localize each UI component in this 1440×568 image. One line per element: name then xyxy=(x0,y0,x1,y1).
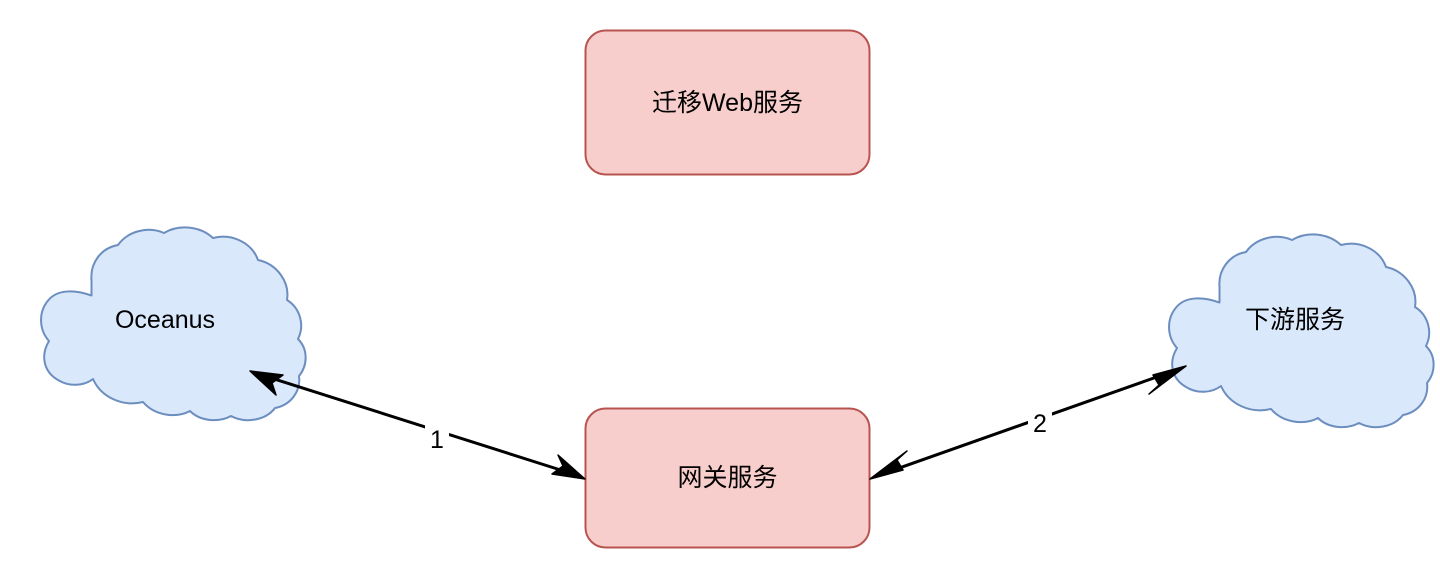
node-oceanus[interactable] xyxy=(40,235,295,385)
node-gateway-service[interactable] xyxy=(585,408,870,548)
edge-1-arrowhead-end xyxy=(551,454,586,480)
node-oceanus-shape[interactable] xyxy=(40,226,307,422)
edge-2-line xyxy=(887,371,1169,474)
node-migrate-web-service[interactable] xyxy=(585,30,870,175)
edge-2-arrowhead-start xyxy=(869,450,908,480)
edge-2-arrowhead-end xyxy=(1148,365,1187,395)
edge-1-arrowhead-start xyxy=(249,370,284,396)
edge-2[interactable] xyxy=(869,365,1187,480)
edge-1[interactable] xyxy=(249,370,586,480)
node-downstream-service-shape[interactable] xyxy=(1168,233,1435,429)
edge-1-line xyxy=(267,375,571,475)
node-gateway-service-shape[interactable] xyxy=(584,407,871,549)
node-downstream-service[interactable] xyxy=(1168,240,1423,395)
node-migrate-web-service-shape[interactable] xyxy=(584,29,871,176)
